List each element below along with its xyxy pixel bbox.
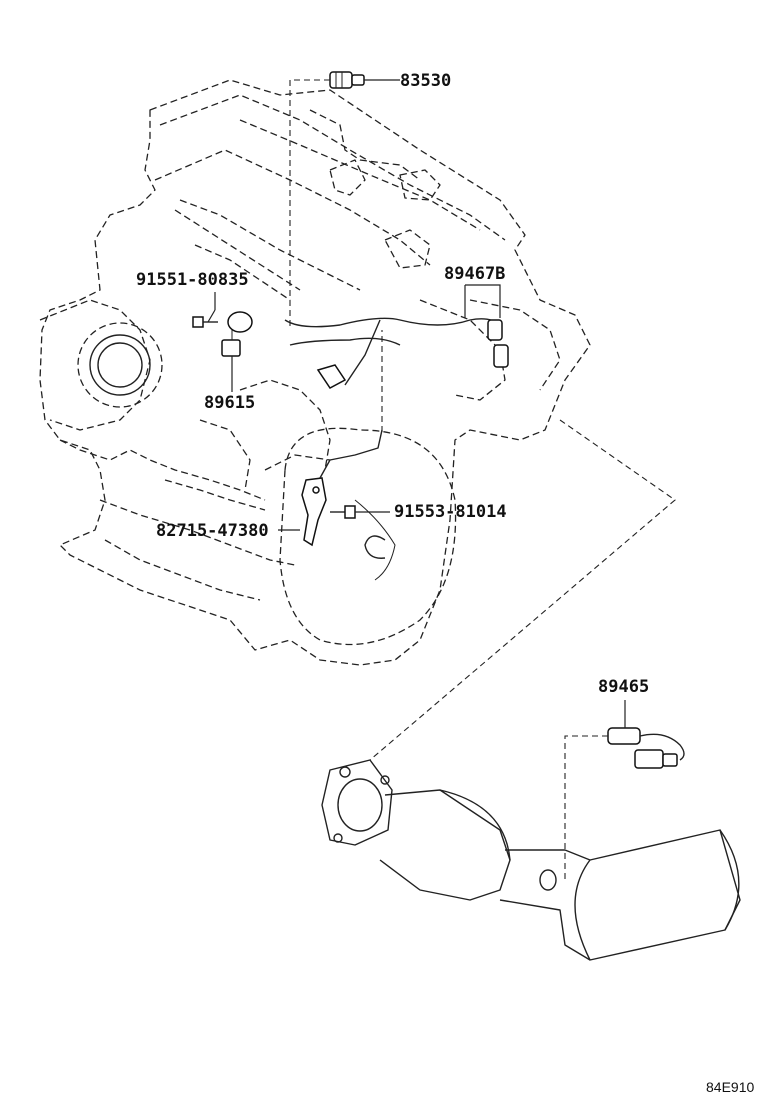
leader-89467B bbox=[464, 284, 501, 318]
upper-oxygen-sensor[interactable] bbox=[284, 317, 509, 389]
knock-sensor[interactable] bbox=[221, 311, 253, 357]
label-wire-bracket[interactable]: 82715-47380 bbox=[156, 521, 269, 541]
wire-bracket[interactable] bbox=[301, 429, 383, 547]
knock-sensor-bolt[interactable] bbox=[192, 316, 218, 328]
dash-leader-89465 bbox=[564, 735, 608, 880]
label-knock-sensor[interactable]: 89615 bbox=[204, 393, 256, 413]
engine-assembly bbox=[39, 79, 591, 666]
dash-leader-83530 bbox=[289, 79, 330, 330]
label-oil-pressure-switch[interactable]: 83530 bbox=[400, 71, 452, 91]
lower-oxygen-sensor[interactable] bbox=[607, 727, 685, 769]
leader-91551b bbox=[207, 309, 216, 323]
label-upper-oxygen-sensor[interactable]: 89467B bbox=[444, 264, 506, 284]
bracket-bolt[interactable] bbox=[330, 505, 356, 519]
dash-leader-exhaust bbox=[369, 419, 676, 761]
label-lower-oxygen-sensor[interactable]: 89465 bbox=[598, 677, 650, 697]
exhaust-catalytic-converter bbox=[321, 759, 741, 961]
oil-pressure-switch[interactable] bbox=[329, 71, 365, 89]
label-knock-sensor-bolt[interactable]: 91551-80835 bbox=[136, 270, 249, 290]
figure-code: 84E910 bbox=[706, 1079, 755, 1095]
label-bracket-bolt[interactable]: 91553-81014 bbox=[394, 502, 507, 522]
